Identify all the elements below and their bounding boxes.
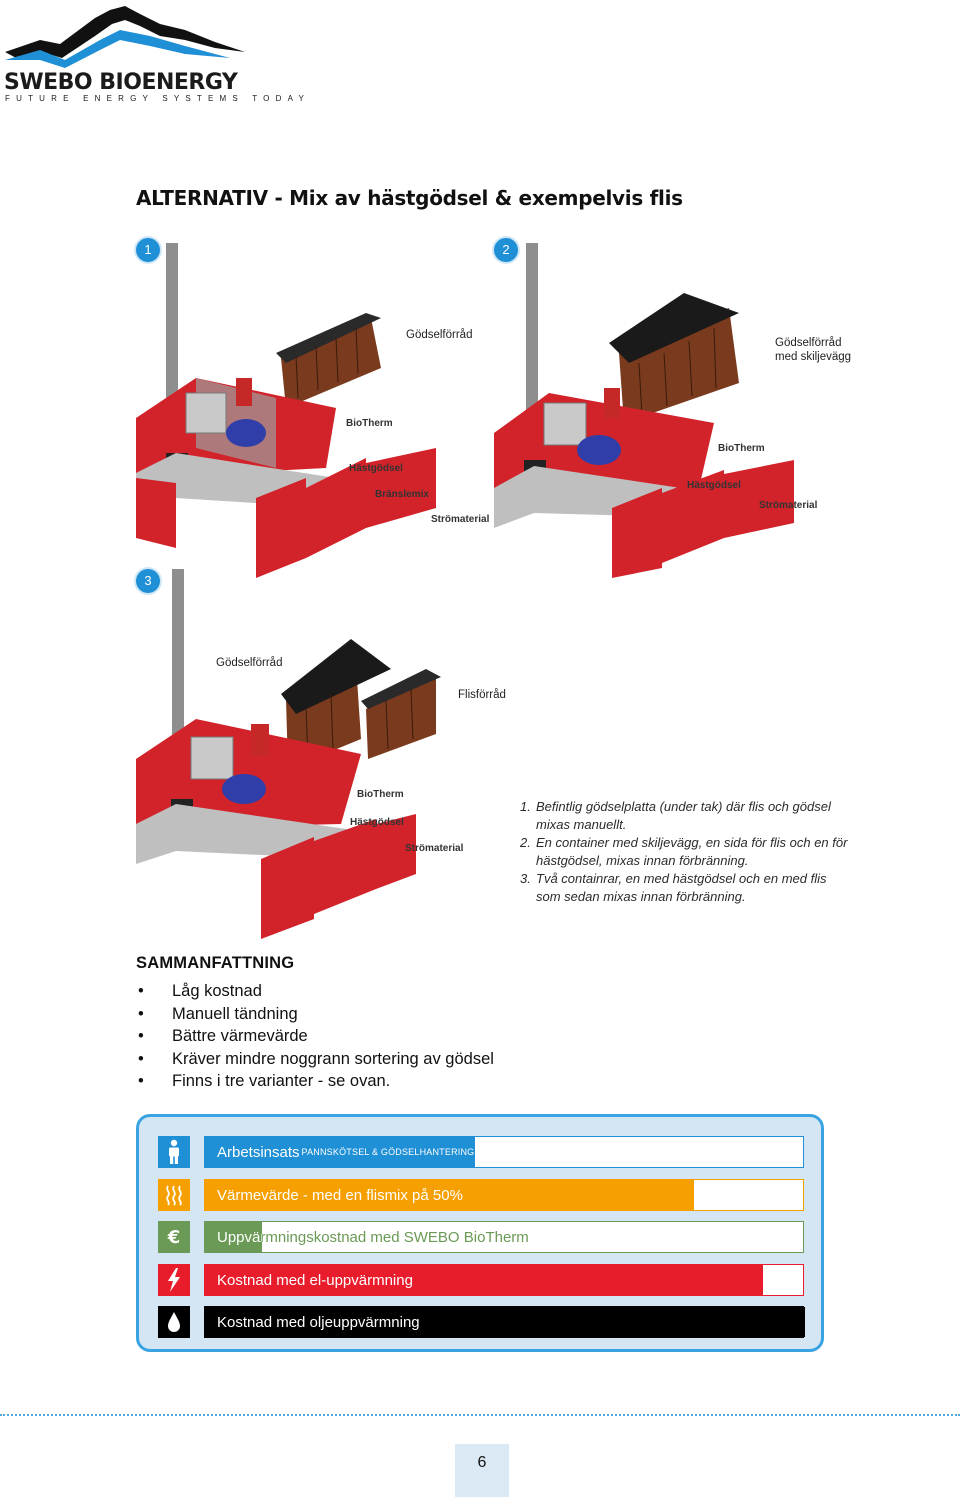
illustration-3-label-biotherm: BioTherm	[357, 789, 404, 800]
boiler-illustration-2	[494, 243, 794, 578]
footer-divider	[0, 1414, 960, 1416]
summary-list: •Låg kostnad •Manuell tändning •Bättre v…	[136, 980, 494, 1093]
logo-wordmark: SWEBO BIOENERGY	[4, 70, 238, 95]
illustration-1-callout: Gödselförråd	[406, 329, 473, 341]
list-item: •Låg kostnad	[138, 982, 262, 1000]
bar-label: Värmevärde - med en flismix på 50%	[217, 1186, 463, 1204]
euro-icon: €	[158, 1221, 190, 1253]
bar-sublabel: PANNSKÖTSEL & GÖDSELHANTERING	[301, 1147, 475, 1157]
bar-label: Kostnad med oljeuppvärmning	[217, 1313, 420, 1331]
illustration-2-label-hastgodsel: Hästgödsel	[687, 480, 741, 491]
illustration-3-label-hastgodsel: Hästgödsel	[350, 817, 404, 828]
svg-text:€: €	[167, 1227, 181, 1248]
page-title: ALTERNATIV - Mix av hästgödsel & exempel…	[136, 186, 683, 210]
illustration-2-label-biotherm: BioTherm	[718, 443, 765, 454]
illustration-2-label-stromaterial: Strömaterial	[759, 500, 818, 511]
swebo-logo	[5, 6, 245, 68]
illustration-3-badge: 3	[136, 569, 160, 593]
bar-label: Kostnad med el-uppvärmning	[217, 1271, 413, 1289]
list-item: •Manuell tändning	[138, 1004, 298, 1023]
illustration-2-callout-line2: med skiljevägg	[775, 351, 852, 363]
illustration-2-callout: Gödselförråd med skiljevägg	[775, 336, 851, 364]
variant-notes: 1.Befintlig gödselplatta (under tak) där…	[520, 798, 850, 906]
illustration-3-label-stromaterial: Strömaterial	[405, 843, 464, 854]
bar-uppvarmningskostnad: Uppvärmningskostnad med SWEBO BioTherm U…	[204, 1221, 804, 1253]
bar-fill	[205, 1265, 763, 1295]
illustration-3-callout-gods: Gödselförråd	[216, 657, 283, 669]
illustration-1-label-hastgodsel: Hästgödsel	[349, 463, 403, 474]
boiler-illustration-1	[136, 243, 436, 578]
illustration-3-callout-flis: Flisförråd	[458, 689, 506, 701]
list-item: •Finns i tre varianter - se ovan.	[138, 1072, 391, 1090]
illustration-1-label-bransle: Bränslemix	[375, 489, 429, 500]
list-item: •Bättre värmevärde	[138, 1027, 308, 1045]
lightning-icon	[158, 1264, 190, 1296]
logo-tagline: FUTURE ENERGY SYSTEMS TODAY	[5, 94, 311, 103]
oil-drop-icon	[158, 1306, 190, 1338]
list-item: •Kräver mindre noggrann sortering av göd…	[138, 1049, 494, 1068]
person-icon	[158, 1136, 190, 1168]
illustration-2-badge: 2	[494, 238, 518, 262]
bar-fill	[205, 1180, 694, 1210]
bar-fill	[205, 1137, 475, 1167]
illustration-1-badge: 1	[136, 238, 160, 262]
illustration-1-label-biotherm: BioTherm	[346, 418, 393, 429]
page-number: 6	[455, 1444, 509, 1497]
summary-heading: SAMMANFATTNING	[136, 954, 295, 972]
note-item: 2.En container med skiljevägg, en sida f…	[520, 835, 848, 868]
bar-fill	[205, 1307, 805, 1337]
bar-oljeuppvarmning: Kostnad med oljeuppvärmning	[204, 1306, 805, 1338]
heat-icon	[158, 1179, 190, 1211]
bar-el-uppvarmning: Kostnad med el-uppvärmning	[204, 1264, 804, 1296]
boiler-illustration-3	[136, 569, 441, 939]
bar-label-shadow: Uppvärmningskostnad med SWEBO BioTherm	[217, 1228, 529, 1246]
bar-varmevarde: Värmevärde - med en flismix på 50%	[204, 1179, 804, 1211]
note-item: 1.Befintlig gödselplatta (under tak) där…	[520, 799, 831, 832]
illustration-2-callout-line1: Gödselförråd	[775, 337, 842, 349]
bar-fill	[205, 1222, 262, 1252]
illustration-1-label-stromaterial: Strömaterial	[431, 514, 490, 525]
bar-label: Uppvärmningskostnad med SWEBO BioTherm	[217, 1228, 262, 1246]
note-item: 3.Två containrar, en med hästgödsel och …	[520, 871, 827, 904]
